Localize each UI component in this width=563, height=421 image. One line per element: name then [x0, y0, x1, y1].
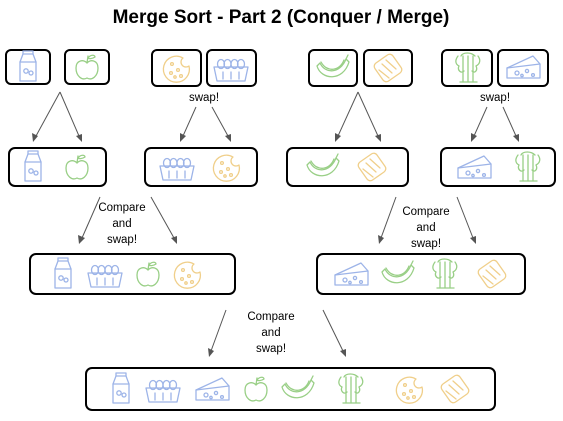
- arrow: [473, 106, 488, 137]
- single-box-eggs: [206, 49, 257, 87]
- compare-label: Compare: [402, 206, 449, 218]
- arrow: [81, 196, 101, 239]
- swap-label: swap!: [256, 343, 286, 355]
- compare-label: Compare: [247, 311, 294, 323]
- and-label: and: [112, 218, 131, 230]
- arrow: [337, 91, 359, 137]
- single-box-milk: [5, 49, 51, 85]
- level-singles: [5, 49, 549, 87]
- level-pairs: [8, 147, 556, 187]
- arrow: [182, 106, 197, 137]
- compare-swap-left: Compare and swap!: [98, 202, 145, 246]
- arrows-quads-to-final: [208, 309, 346, 357]
- level-quads: [29, 253, 526, 295]
- arrow: [322, 309, 344, 352]
- arrows-singles-to-pairs: [32, 91, 519, 142]
- arrow: [59, 91, 80, 137]
- level-final: [85, 367, 496, 411]
- and-label: and: [261, 327, 280, 339]
- single-box-apple: [64, 49, 110, 85]
- swap-label: swap!: [107, 234, 137, 246]
- and-label: and: [416, 222, 435, 234]
- swap-label: swap!: [480, 92, 510, 104]
- single-box-cookie: [151, 49, 202, 87]
- pair-box-banana-bread: [286, 147, 409, 187]
- pair-box-cheese-celery: [440, 147, 556, 187]
- arrow: [357, 91, 379, 137]
- compare-swap-final: Compare and swap!: [247, 311, 294, 355]
- quad-box-right: [316, 253, 526, 295]
- diagram-title: Merge Sort - Part 2 (Conquer / Merge): [113, 7, 450, 28]
- pair-box-eggs-cookie: [144, 147, 258, 187]
- compare-label: Compare: [98, 202, 145, 214]
- swap-label: swap!: [411, 238, 441, 250]
- arrow: [502, 106, 517, 137]
- arrow: [380, 196, 397, 239]
- arrows-pairs-to-quads: [78, 196, 476, 244]
- pair-box-milk-apple: [8, 147, 107, 187]
- arrow: [35, 91, 61, 137]
- arrow: [211, 106, 229, 137]
- quad-box-left: [29, 253, 236, 295]
- arrow: [150, 196, 175, 239]
- compare-swap-right: Compare and swap!: [402, 206, 449, 250]
- arrow: [456, 196, 474, 239]
- swap-label: swap!: [189, 92, 219, 104]
- single-box-celery: [441, 49, 493, 87]
- single-box-banana: [308, 49, 358, 87]
- single-box-bread: [363, 49, 413, 87]
- arrow: [210, 309, 227, 352]
